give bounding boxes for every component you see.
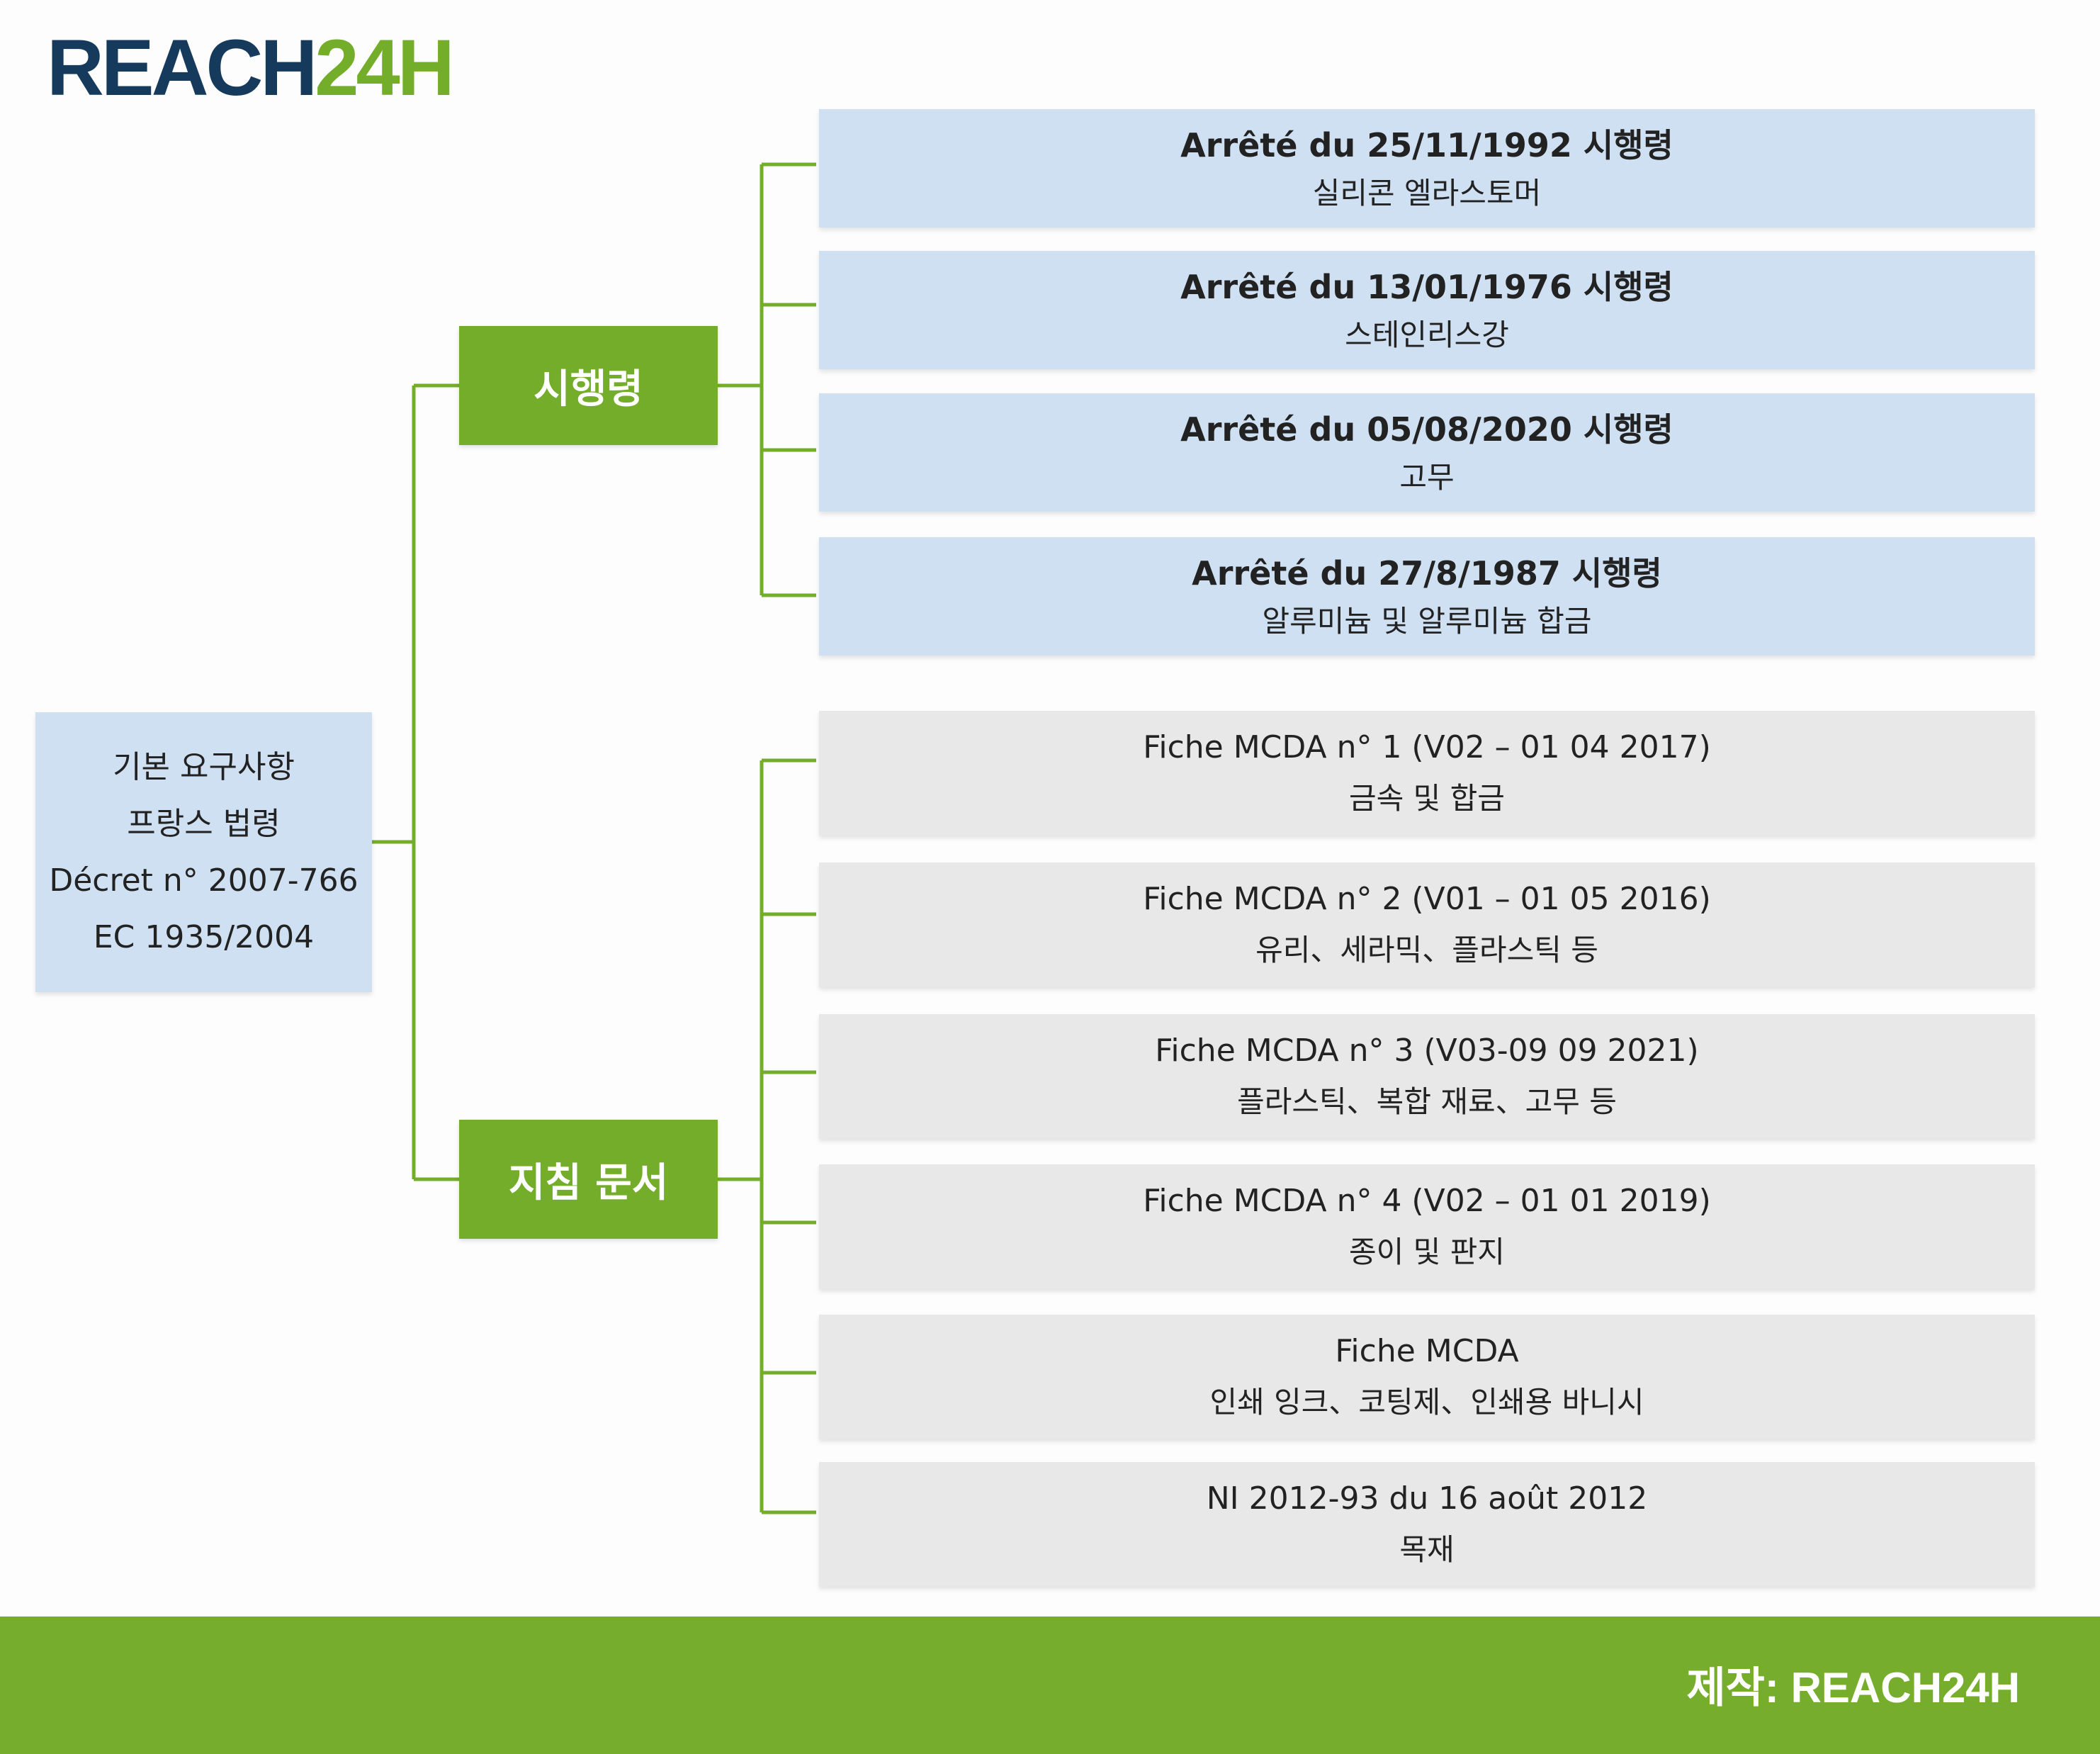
decree-box-rubber: Arrêté du 05/08/2020 시행령 고무 [819, 393, 2035, 512]
category-decrees-label: 시행령 [534, 366, 643, 412]
guide-subtitle: 인쇄 잉크、코팅제、인쇄용 바니시 [1209, 1385, 1644, 1419]
decree-title: Arrêté du 25/11/1992 시행령 [1180, 125, 1673, 164]
guide-subtitle: 유리、세라믹、플라스틱 등 [1255, 933, 1598, 967]
guide-title: Fiche MCDA n° 3 (V03-09 09 2021) [1155, 1033, 1699, 1069]
guide-title: Fiche MCDA n° 4 (V02 – 01 01 2019) [1143, 1183, 1711, 1219]
decree-subtitle: 고무 [1399, 459, 1455, 495]
category-guides-box: 지침 문서 [459, 1120, 718, 1239]
category-guides-label: 지침 문서 [508, 1159, 669, 1206]
reach24h-logo: REACH24H [47, 28, 455, 108]
guide-title: Fiche MCDA [1335, 1333, 1519, 1369]
footer-bar: 제작: REACH24H [0, 1617, 2100, 1754]
decree-subtitle: 알루미늄 및 알루미늄 합금 [1262, 603, 1592, 639]
category-decrees-box: 시행령 [459, 326, 718, 445]
guide-box-printing-inks: Fiche MCDA 인쇄 잉크、코팅제、인쇄용 바니시 [819, 1315, 2035, 1439]
guide-box-metals: Fiche MCDA n° 1 (V02 – 01 04 2017) 금속 및 … [819, 711, 2035, 836]
root-line-french-law: 프랑스 법령 [127, 805, 281, 842]
decree-box-stainless-steel: Arrêté du 13/01/1976 시행령 스테인리스강 [819, 251, 2035, 369]
root-line-basic-requirements: 기본 요구사항 [113, 748, 295, 785]
decree-subtitle: 실리콘 엘라스토머 [1312, 175, 1542, 210]
decree-box-silicone: Arrêté du 25/11/1992 시행령 실리콘 엘라스토머 [819, 109, 2035, 227]
root-line-decree: Décret n° 2007-766 [49, 862, 359, 899]
guide-title: NI 2012-93 du 16 août 2012 [1206, 1480, 1648, 1517]
logo-24h-text: 24H [315, 23, 454, 112]
guide-box-wood: NI 2012-93 du 16 août 2012 목재 [819, 1462, 2035, 1587]
footer-credit: 제작: REACH24H [1686, 1664, 2020, 1711]
decree-title: Arrêté du 13/01/1976 시행령 [1180, 267, 1673, 306]
guide-title: Fiche MCDA n° 1 (V02 – 01 04 2017) [1143, 729, 1711, 765]
guide-subtitle: 플라스틱、복합 재료、고무 등 [1237, 1084, 1617, 1119]
decree-box-aluminium: Arrêté du 27/8/1987 시행령 알루미늄 및 알루미늄 합금 [819, 537, 2035, 656]
guide-box-plastics: Fiche MCDA n° 3 (V03-09 09 2021) 플라스틱、복합… [819, 1014, 2035, 1139]
root-requirements-box: 기본 요구사항 프랑스 법령 Décret n° 2007-766 EC 193… [35, 712, 372, 992]
logo-reach-text: REACH [47, 23, 317, 112]
decree-title: Arrêté du 27/8/1987 시행령 [1192, 553, 1662, 592]
guide-box-paper: Fiche MCDA n° 4 (V02 – 01 01 2019) 종이 및 … [819, 1164, 2035, 1289]
root-line-ec-regulation: EC 1935/2004 [93, 918, 315, 955]
guide-title: Fiche MCDA n° 2 (V01 – 01 05 2016) [1143, 881, 1711, 917]
guide-subtitle: 목재 [1399, 1532, 1455, 1567]
guide-box-glass-ceramics: Fiche MCDA n° 2 (V01 – 01 05 2016) 유리、세라… [819, 862, 2035, 987]
decree-title: Arrêté du 05/08/2020 시행령 [1180, 410, 1673, 449]
guide-subtitle: 금속 및 합금 [1349, 781, 1505, 816]
guide-subtitle: 종이 및 판지 [1349, 1235, 1505, 1269]
decree-subtitle: 스테인리스강 [1345, 317, 1509, 352]
